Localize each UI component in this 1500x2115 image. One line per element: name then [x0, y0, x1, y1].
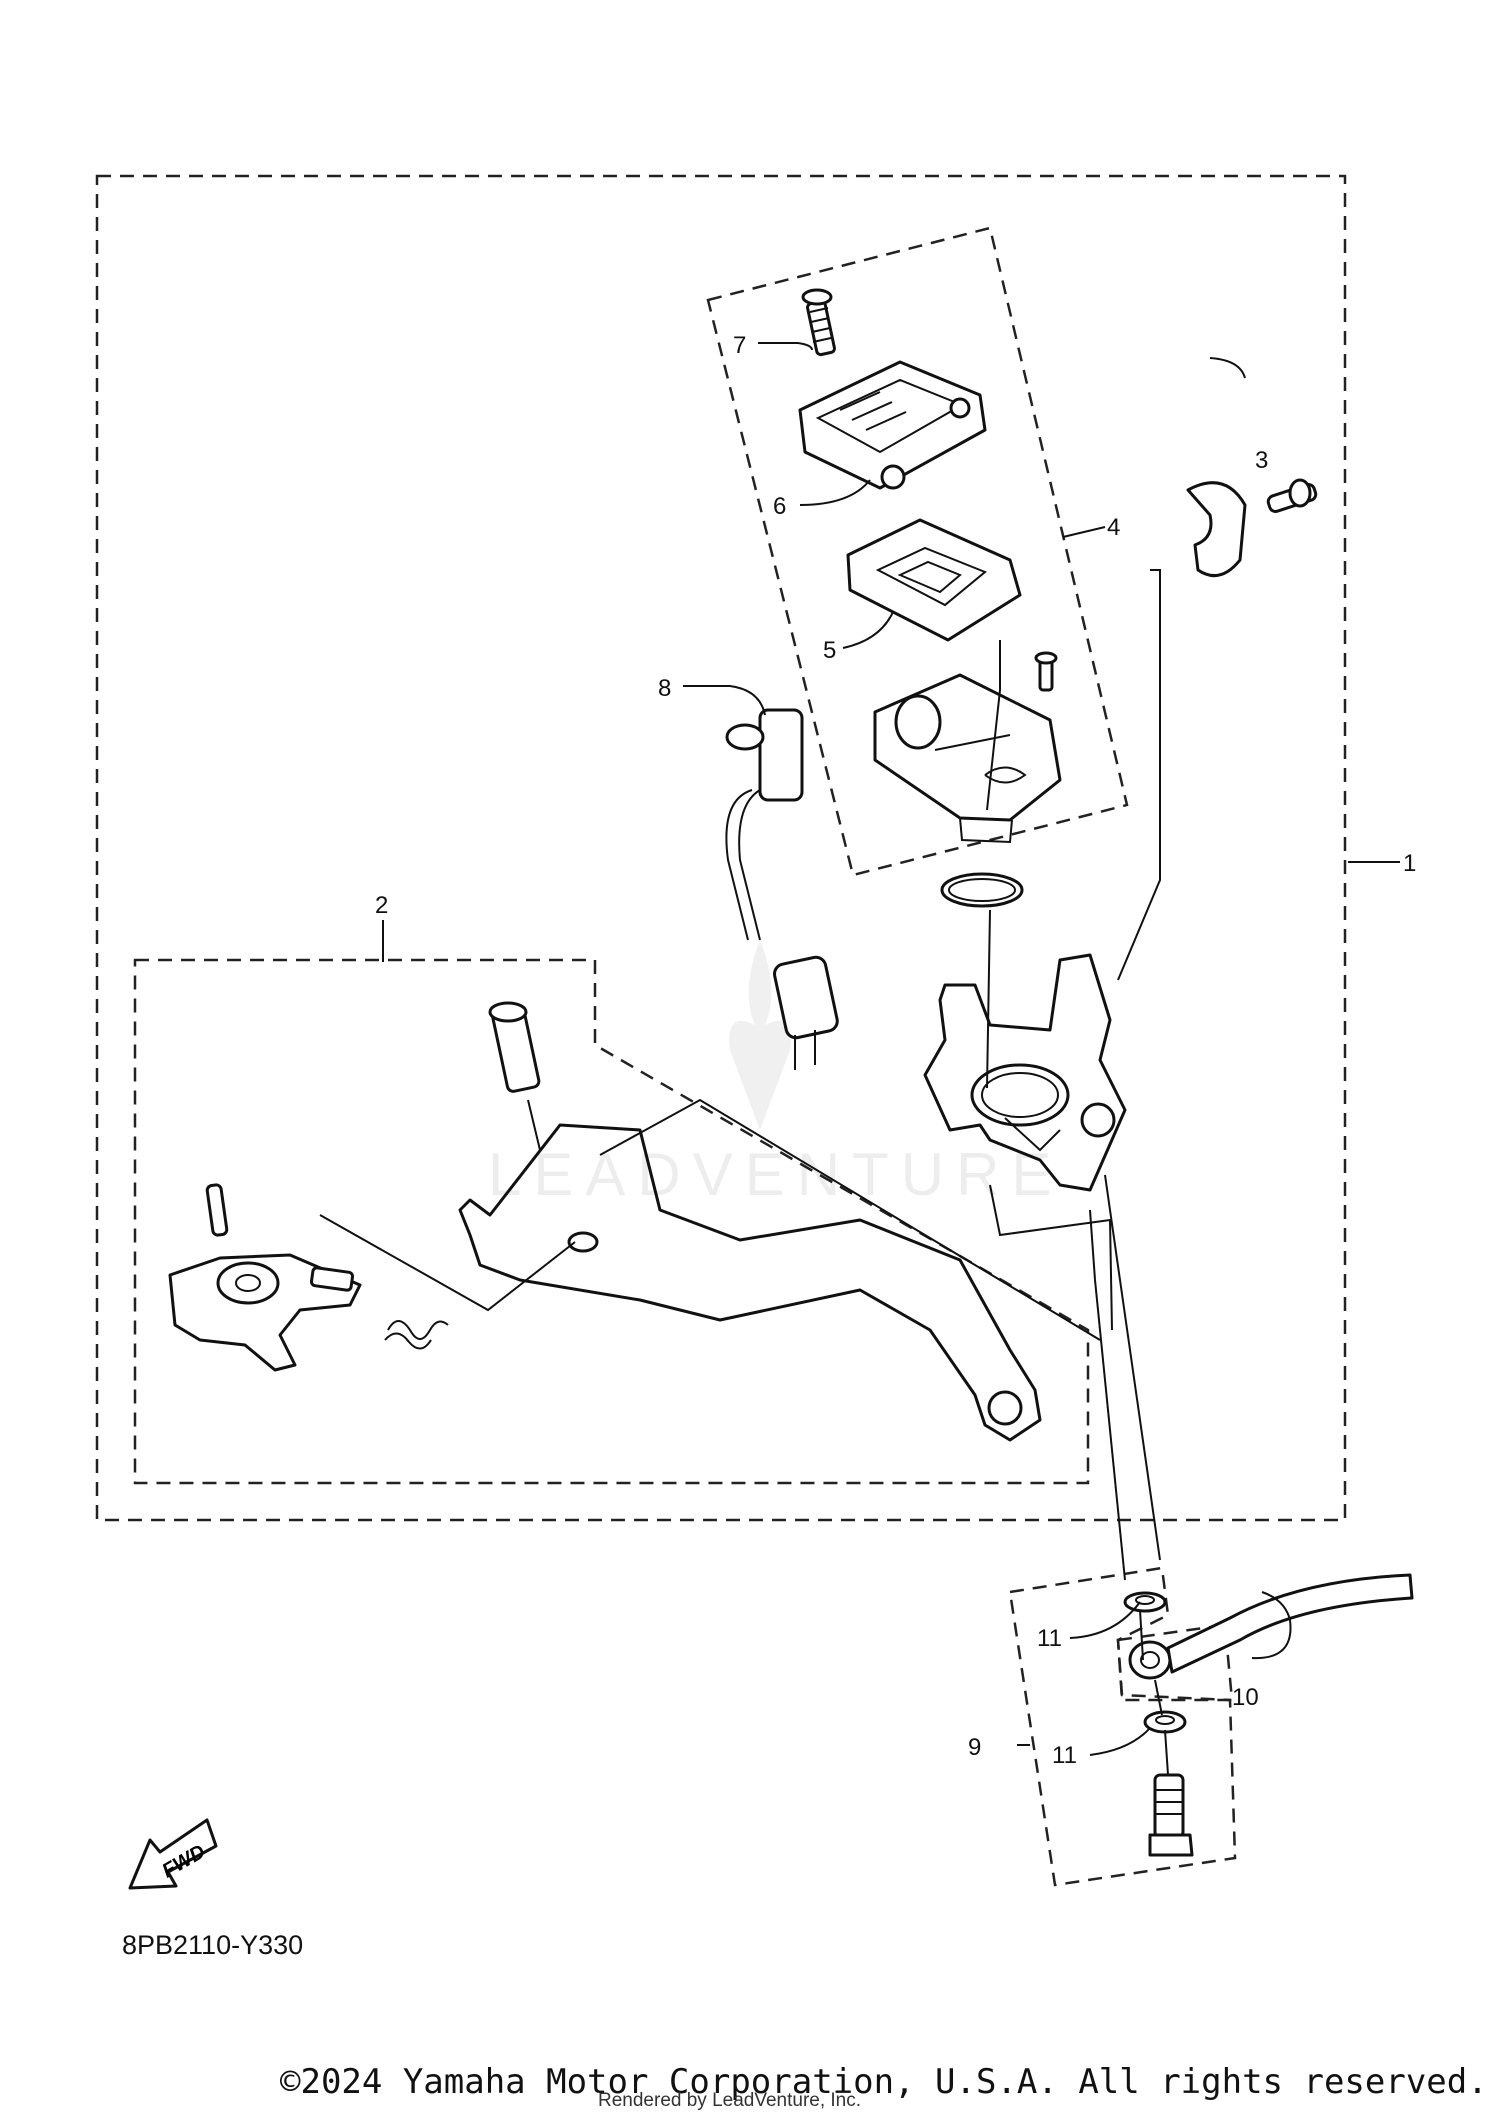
fwd-arrow-icon: FWD [128, 1818, 218, 1890]
callout-6: 6 [773, 493, 786, 520]
screw-7 [801, 288, 836, 357]
reservoir-body [873, 673, 1062, 844]
callout-11-bottom: 11 [1052, 1742, 1077, 1769]
banjo-bolt [1148, 1773, 1194, 1857]
callout-5: 5 [823, 637, 836, 664]
callout-4: 4 [1107, 514, 1120, 541]
assembly-4-frame [706, 226, 1129, 877]
hose-end-frame [1116, 1623, 1234, 1702]
sealing-washer-bottom [1143, 1710, 1187, 1734]
lever-adjuster [168, 1183, 362, 1372]
sealing-washer-top [1123, 1591, 1167, 1613]
assembly-2-frame [133, 958, 1090, 1485]
watermark-logo-icon [729, 940, 791, 1130]
reservoir-cap-6 [798, 360, 987, 490]
callout-leaders [382, 342, 1400, 1756]
lever-spring [384, 1320, 449, 1350]
rendered-by-credit: Rendered by LeadVenture, Inc. [598, 2090, 862, 2111]
master-cylinder-body [923, 953, 1127, 1192]
pivot-bolt [488, 1001, 541, 1093]
callout-3: 3 [1255, 447, 1268, 474]
diaphragm-5 [846, 518, 1022, 642]
assembly-1-frame [95, 174, 1347, 1522]
connector-lines [319, 569, 1169, 1776]
callout-10: 10 [1232, 1684, 1259, 1711]
copyright-notice: ©2024 Yamaha Motor Corporation, U.S.A. A… [280, 2062, 1488, 2102]
brake-switch-8 [725, 708, 839, 1070]
callout-11-top: 11 [1037, 1625, 1062, 1652]
diagram-code: 8PB2110-Y330 [122, 1930, 304, 1960]
banjo-fitting [1128, 1573, 1414, 1680]
watermark-text: LEADVENTURE [488, 1141, 1064, 1208]
reservoir-screw [1034, 651, 1058, 692]
callout-8: 8 [658, 675, 671, 702]
brake-lever [458, 1123, 1042, 1442]
clamp-3 [1186, 478, 1318, 578]
callout-7: 7 [733, 332, 746, 359]
assembly-9-frame [1008, 1566, 1237, 1887]
callout-2: 2 [375, 892, 388, 919]
callout-1: 1 [1403, 850, 1416, 877]
callout-9: 9 [968, 1734, 981, 1761]
